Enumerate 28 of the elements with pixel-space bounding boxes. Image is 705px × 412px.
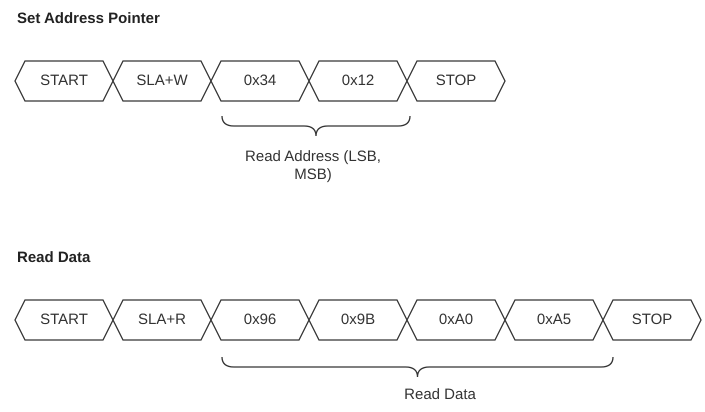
frame-segment [15, 300, 113, 340]
frame-segment [407, 300, 505, 340]
segment-text: STOP [630, 311, 674, 329]
frame-segment [309, 61, 407, 101]
segment-text: 0x9B [340, 311, 376, 329]
frame-segment [15, 61, 113, 101]
segment-text: SLA+W [135, 72, 189, 90]
segment-text: 0x34 [242, 72, 278, 90]
segment-text: STOP [434, 72, 478, 90]
frame-segment [309, 300, 407, 340]
segment-text: 0xA5 [536, 311, 572, 329]
segment-text: SLA+R [137, 311, 187, 329]
segment-text: START [39, 72, 89, 90]
frame-segment [211, 300, 309, 340]
frame-segment [113, 300, 211, 340]
frame-segment [211, 61, 309, 101]
frame-segment [603, 300, 701, 340]
frame-segment [113, 61, 211, 101]
segment-text: 0xA0 [438, 311, 474, 329]
brace-caption: Read Address (LSB, MSB) [244, 148, 382, 184]
frame-segment [505, 300, 603, 340]
segment-text: START [39, 311, 89, 329]
brace-caption: Read Data [403, 386, 477, 404]
segment-text: 0x12 [340, 72, 376, 90]
frame-segment [407, 61, 505, 101]
section-heading: Set Address Pointer [17, 10, 161, 28]
section-heading: Read Data [17, 249, 92, 267]
segment-text: 0x96 [242, 311, 278, 329]
